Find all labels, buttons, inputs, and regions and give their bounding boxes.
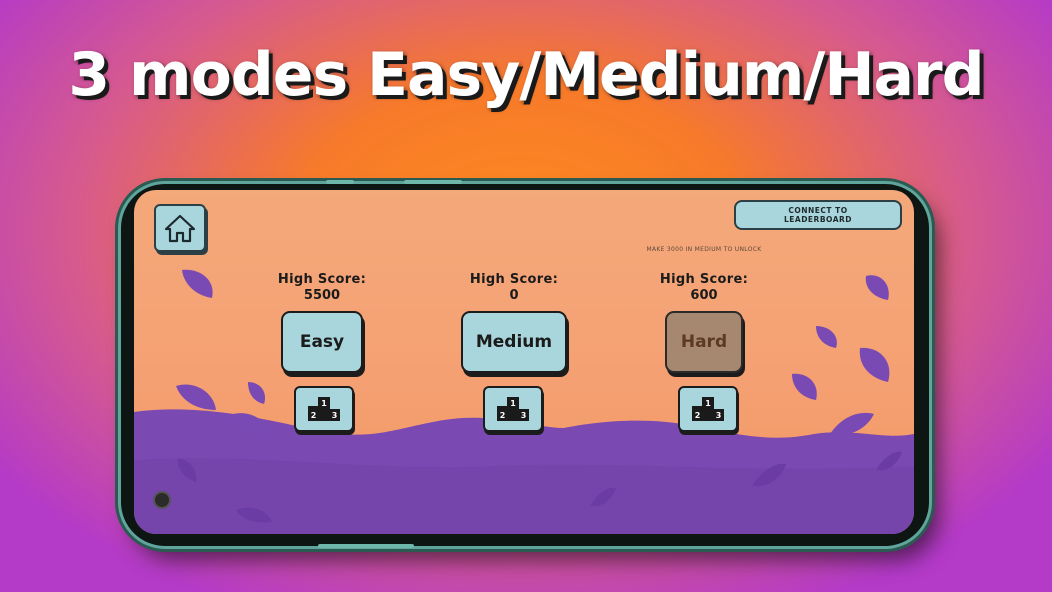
podium-first: 1 xyxy=(705,399,711,408)
feather-decoration xyxy=(792,373,817,400)
high-score-label: High Score: xyxy=(659,272,749,287)
podium-second: 2 xyxy=(500,411,506,420)
easy-mode-button[interactable]: Easy xyxy=(281,311,363,373)
podium-icon: 1 2 3 xyxy=(308,397,340,421)
podium-third: 3 xyxy=(332,411,338,420)
home-icon xyxy=(164,214,196,243)
medium-mode-button[interactable]: Medium xyxy=(461,311,567,373)
connect-leaderboard-label: CONNECT TO LEADERBOARD xyxy=(783,206,853,224)
feather-decoration xyxy=(859,347,890,382)
feather-decoration xyxy=(248,382,266,404)
medium-mode-label: Medium xyxy=(475,332,553,352)
banner-title: 3 modes Easy/Medium/Hard xyxy=(68,40,984,110)
feather-decoration xyxy=(876,451,902,471)
feather-decoration xyxy=(176,384,216,410)
high-score-label: High Score: xyxy=(277,272,367,287)
hard-mode-button[interactable]: Hard xyxy=(665,311,743,373)
mode-medium: High Score: 0 Medium xyxy=(444,272,584,373)
connect-leaderboard-button[interactable]: CONNECT TO LEADERBOARD xyxy=(734,200,902,230)
medium-leaderboard-button[interactable]: 1 2 3 xyxy=(483,386,543,432)
phone-side-button xyxy=(318,544,414,548)
easy-mode-label: Easy xyxy=(299,332,345,352)
purple-hills xyxy=(134,409,914,534)
feather-decoration xyxy=(830,412,874,436)
game-screen: CONNECT TO LEADERBOARD MAKE 3000 IN MEDI… xyxy=(134,190,914,534)
front-camera xyxy=(153,491,171,509)
feather-decoration xyxy=(590,487,616,507)
phone-side-button xyxy=(326,180,354,184)
high-score-label: High Score: xyxy=(469,272,559,287)
podium-third: 3 xyxy=(521,411,527,420)
podium-second: 2 xyxy=(311,411,317,420)
podium-third: 3 xyxy=(716,411,722,420)
easy-leaderboard-button[interactable]: 1 2 3 xyxy=(294,386,354,432)
podium-first: 1 xyxy=(321,399,327,408)
high-score-value: 600 xyxy=(690,288,718,303)
high-score-value: 0 xyxy=(509,288,519,303)
high-score-value: 5500 xyxy=(303,288,341,303)
feather-decoration xyxy=(816,326,837,348)
podium-icon: 1 2 3 xyxy=(497,397,529,421)
podium-second: 2 xyxy=(695,411,701,420)
feather-decoration xyxy=(177,458,197,482)
feather-decoration xyxy=(236,507,272,523)
home-button[interactable] xyxy=(154,204,206,252)
podium-icon: 1 2 3 xyxy=(692,397,724,421)
phone-side-button xyxy=(404,180,462,184)
podium-first: 1 xyxy=(510,399,516,408)
hard-mode-label: Hard xyxy=(680,332,728,352)
feather-decoration xyxy=(182,269,213,298)
feather-decoration xyxy=(228,413,270,435)
mode-hard: High Score: 600 Hard xyxy=(634,272,774,373)
hard-leaderboard-button[interactable]: 1 2 3 xyxy=(678,386,738,432)
feather-decoration xyxy=(865,275,889,300)
unlock-requirement-note: MAKE 3000 IN MEDIUM TO UNLOCK xyxy=(646,246,762,253)
feather-decoration xyxy=(752,463,786,487)
mode-easy: High Score: 5500 Easy xyxy=(252,272,392,373)
